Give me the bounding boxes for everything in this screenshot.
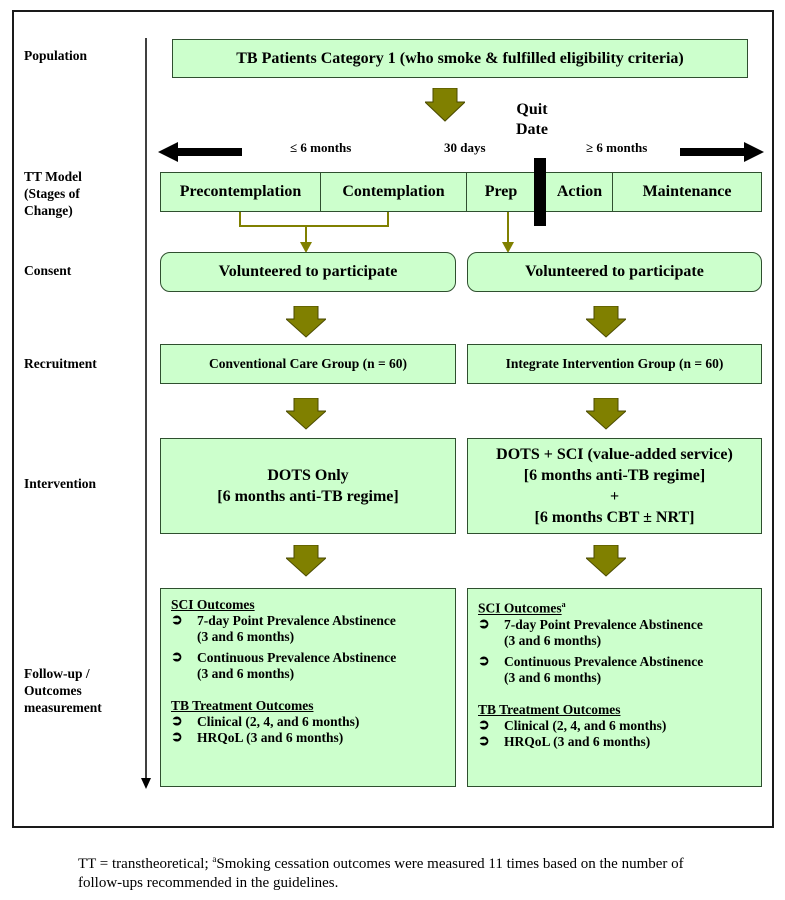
stage-prep: Prep bbox=[484, 183, 518, 200]
consent-box-left: Volunteered to participate bbox=[160, 252, 456, 292]
down-arrow-icon bbox=[286, 545, 326, 577]
sci-outcomes-heading: SCI Outcomesa bbox=[478, 600, 566, 616]
label-tt-model: TT Model (Stages of Change) bbox=[24, 169, 82, 218]
outcomes-box-left: SCI Outcomes ➲7-day Point Prevalence Abs… bbox=[160, 588, 456, 787]
stage-precontemplation: Precontemplation bbox=[161, 173, 321, 211]
intervention-box-right: DOTS + SCI (value-added service) [6 mont… bbox=[467, 438, 762, 534]
right-arrow-icon bbox=[680, 142, 764, 162]
down-arrow-icon bbox=[586, 545, 626, 577]
arrow-bullet-icon: ➲ bbox=[171, 714, 183, 729]
list-item: ➲7-day Point Prevalence Abstinence(3 and… bbox=[171, 613, 396, 644]
down-arrow-icon bbox=[286, 398, 326, 430]
label-intervention: Intervention bbox=[24, 476, 96, 491]
label-recruitment: Recruitment bbox=[24, 356, 97, 371]
list-item: ➲HRQoL (3 and 6 months) bbox=[478, 733, 651, 749]
recruitment-box-left: Conventional Care Group (n = 60) bbox=[160, 344, 456, 384]
stage-contemplation: Contemplation bbox=[321, 173, 467, 211]
arrow-bullet-icon: ➲ bbox=[171, 730, 183, 745]
diagram-frame bbox=[12, 10, 774, 828]
population-box: TB Patients Category 1 (who smoke & fulf… bbox=[172, 39, 748, 78]
down-arrow-icon bbox=[586, 306, 626, 338]
stage-action: Action bbox=[547, 173, 613, 211]
recruitment-box-right: Integrate Intervention Group (n = 60) bbox=[467, 344, 762, 384]
down-arrow-icon bbox=[586, 398, 626, 430]
arrow-bullet-icon: ➲ bbox=[171, 650, 183, 665]
arrow-bullet-icon: ➲ bbox=[478, 653, 490, 669]
arrow-bullet-icon: ➲ bbox=[478, 717, 490, 733]
stage-maintenance: Maintenance bbox=[642, 183, 732, 200]
list-item: ➲Continuous Prevalence Abstinence(3 and … bbox=[171, 650, 397, 681]
stages-of-change-bar: Precontemplation Contemplation Prep Acti… bbox=[160, 172, 762, 212]
timeline-right-label: ≥ 6 months bbox=[586, 140, 648, 155]
list-item: ➲Clinical (2, 4, and 6 months) bbox=[478, 717, 667, 733]
list-item: ➲Continuous Prevalence Abstinence(3 and … bbox=[478, 653, 704, 685]
down-arrow-icon bbox=[286, 306, 326, 338]
label-population: Population bbox=[24, 48, 88, 63]
tb-outcomes-heading: TB Treatment Outcomes bbox=[171, 698, 314, 713]
arrow-bullet-icon: ➲ bbox=[171, 613, 183, 628]
stage-connector-lines bbox=[239, 212, 514, 253]
tb-outcomes-heading: TB Treatment Outcomes bbox=[478, 701, 621, 717]
sci-outcomes-heading: SCI Outcomes bbox=[171, 597, 255, 612]
left-arrow-icon bbox=[158, 142, 242, 162]
list-item: ➲7-day Point Prevalence Abstinence(3 and… bbox=[478, 616, 703, 648]
arrow-bullet-icon: ➲ bbox=[478, 733, 490, 749]
timeline-middle-label: 30 days bbox=[444, 140, 486, 155]
arrow-bullet-icon: ➲ bbox=[478, 616, 490, 632]
list-item: ➲Clinical (2, 4, and 6 months) bbox=[171, 714, 360, 729]
footnote: TT = transtheoretical; aSmoking cessatio… bbox=[78, 854, 684, 891]
intervention-box-left: DOTS Only [6 months anti-TB regime] bbox=[160, 438, 456, 534]
quit-date-label: Quit Date bbox=[516, 101, 548, 138]
outcomes-box-right: SCI Outcomesa ➲7-day Point Prevalence Ab… bbox=[467, 588, 762, 787]
label-followup: Follow-up / Outcomes measurement bbox=[24, 666, 102, 715]
quit-date-marker bbox=[534, 158, 546, 226]
consent-box-right: Volunteered to participate bbox=[467, 252, 762, 292]
down-arrow-icon bbox=[425, 88, 465, 122]
vertical-timeline-arrow bbox=[141, 38, 151, 789]
label-consent: Consent bbox=[24, 263, 72, 278]
list-item: ➲HRQoL (3 and 6 months) bbox=[171, 730, 344, 745]
timeline-left-label: ≤ 6 months bbox=[290, 140, 352, 155]
